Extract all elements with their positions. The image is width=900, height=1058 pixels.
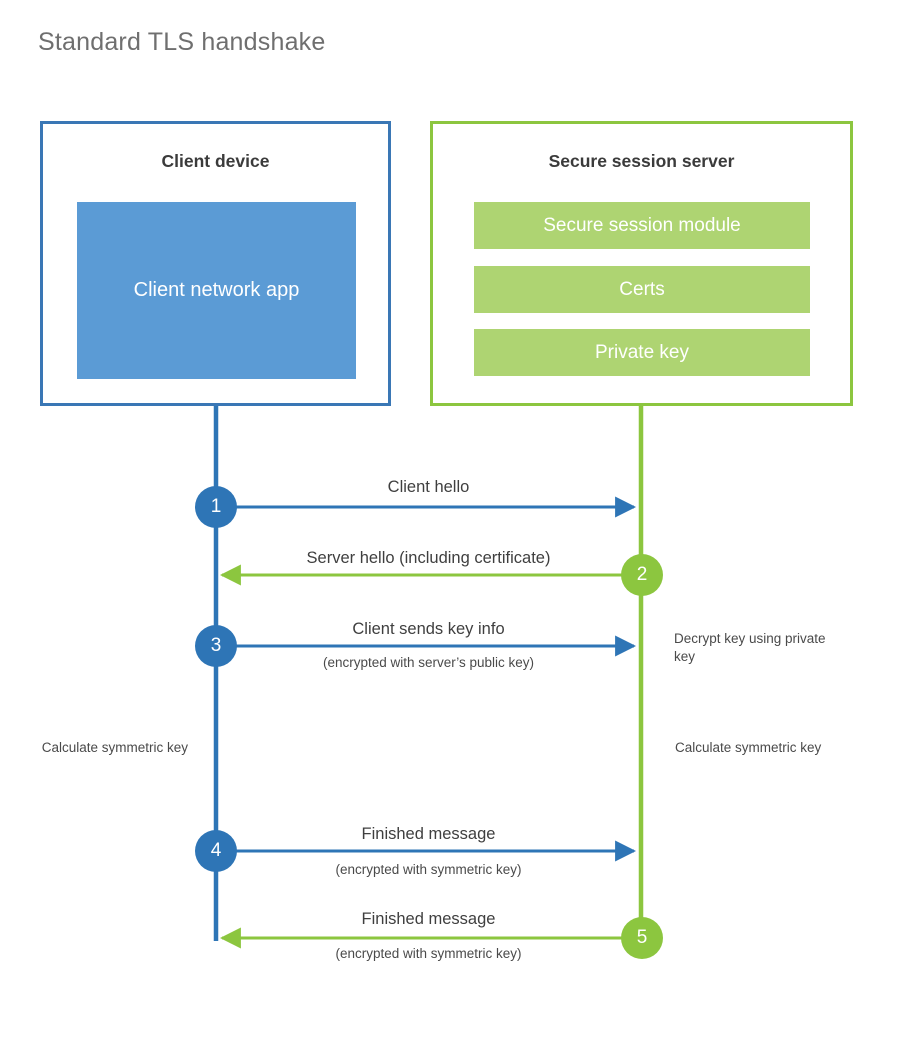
step-4-sublabel: (encrypted with symmetric key) [335, 862, 522, 877]
step-5-sublabel: (encrypted with symmetric key) [335, 946, 522, 961]
step-badge-3[interactable]: 3 [195, 625, 237, 667]
certs-block: Certs [474, 266, 810, 313]
note-calculate-symmetric-key-client: Calculate symmetric key [41, 740, 188, 755]
secure-session-server-box: Secure session server Secure session mod… [430, 121, 853, 406]
client-network-app-block: Client network app [77, 202, 356, 379]
step-badge-1[interactable]: 1 [195, 486, 237, 528]
client-device-title: Client device [161, 151, 270, 171]
secure-session-server-title: Secure session server [548, 151, 735, 171]
note-decrypt-key: Decrypt key using private key [674, 631, 826, 664]
step-3-sublabel: (encrypted with server’s public key) [322, 655, 535, 670]
client-device-box: Client device Client network app [40, 121, 391, 406]
step-badge-5[interactable]: 5 [621, 917, 663, 959]
secure-session-module-block: Secure session module [474, 202, 810, 249]
note-calculate-symmetric-key-server: Calculate symmetric key [675, 740, 822, 755]
step-3-label: Client sends key info [352, 620, 505, 638]
step-1-label: Client hello [387, 478, 470, 496]
step-5-label: Finished message [361, 910, 496, 928]
step-badge-4[interactable]: 4 [195, 830, 237, 872]
step-2-label: Server hello (including certificate) [306, 549, 551, 567]
page-title: Standard TLS handshake [38, 28, 326, 56]
private-key-block: Private key [474, 329, 810, 376]
step-4-label: Finished message [361, 825, 496, 843]
step-badge-2[interactable]: 2 [621, 554, 663, 596]
